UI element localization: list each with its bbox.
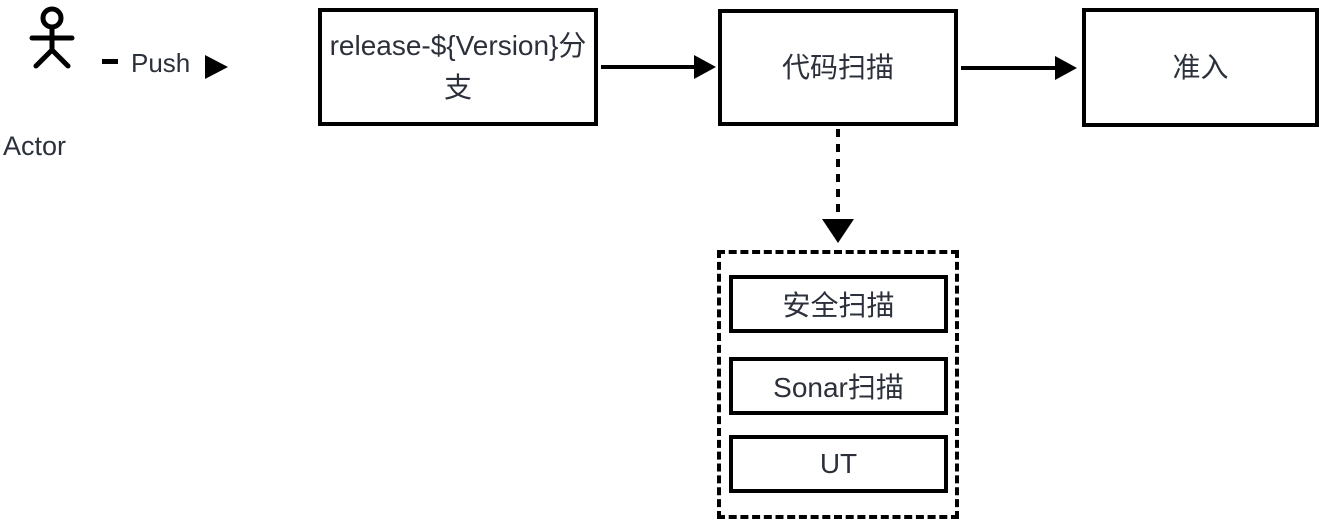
- node-code-scan: 代码扫描: [718, 9, 958, 126]
- subnode-security-scan: 安全扫描: [729, 275, 948, 333]
- actor-label: Actor: [3, 131, 67, 161]
- subnode-sonar-scan: Sonar扫描: [729, 357, 948, 415]
- arrow-release-to-scan-head-icon: [694, 55, 716, 79]
- push-connector-dash: [102, 59, 118, 64]
- push-arrowhead-icon: [205, 55, 228, 79]
- dashed-connector-line: [836, 129, 840, 219]
- arrow-release-to-scan-line: [601, 65, 696, 69]
- subnode-unit-test: UT: [729, 435, 948, 493]
- actor-icon: [29, 6, 75, 69]
- node-admission: 准入: [1082, 8, 1319, 127]
- arrow-scan-to-admission-head-icon: [1055, 56, 1077, 80]
- node-release-branch: release-${Version}分支: [318, 8, 598, 126]
- down-arrowhead-icon: [822, 219, 854, 243]
- push-action-label: Push: [131, 48, 191, 78]
- arrow-scan-to-admission-line: [961, 66, 1056, 70]
